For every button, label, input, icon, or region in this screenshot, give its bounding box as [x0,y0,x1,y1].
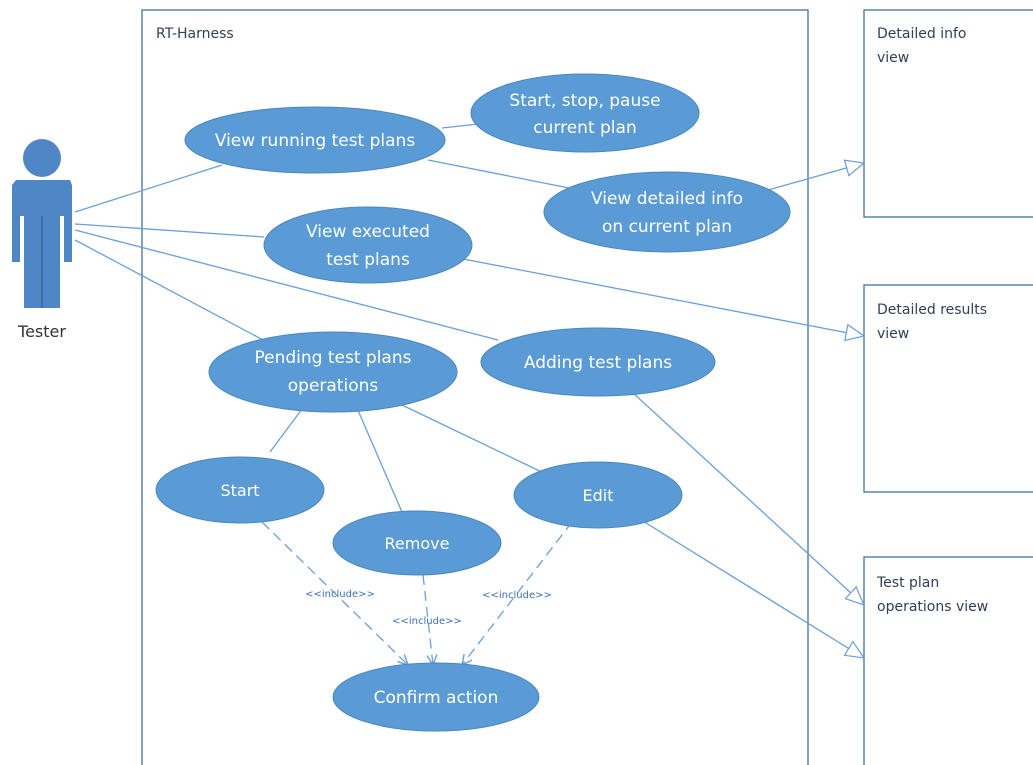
use-case-view-detailed-line1: View detailed info [591,189,743,209]
use-case-pending-ops-line1: Pending test plans [255,348,412,368]
use-case-pending-ops[interactable]: Pending test plans operations [208,331,458,413]
use-case-pending-ops-line2: operations [288,376,379,396]
actor-name: Tester [17,322,66,341]
include-label-edit: <<include>> [482,590,552,601]
test-plan-operations-view-box: Test plan operations view [863,556,1033,765]
detailed-results-view-box: Detailed results view [863,284,1033,493]
use-case-start[interactable]: Start [155,456,325,524]
use-case-remove-label: Remove [385,534,450,553]
detailed-info-view-line2: view [877,50,909,66]
use-case-confirm-label: Confirm action [374,688,499,708]
use-case-view-running[interactable]: View running test plans [184,106,446,174]
use-case-start-label: Start [220,481,259,500]
test-plan-ops-view-line2: operations view [877,599,988,615]
use-case-start-stop-pause[interactable]: Start, stop, pause current plan [470,73,700,153]
use-case-start-stop-pause-line2: current plan [533,118,636,138]
use-case-edit[interactable]: Edit [513,461,683,529]
use-case-view-detailed[interactable]: View detailed info on current plan [543,171,791,253]
include-label-remove: <<include>> [392,616,462,627]
use-case-view-running-label: View running test plans [215,131,416,151]
use-case-links [269,123,585,513]
use-case-view-executed-line2: test plans [326,250,410,270]
use-case-confirm[interactable]: Confirm action [332,662,540,732]
use-case-adding[interactable]: Adding test plans [480,327,716,397]
detailed-info-view-box: Detailed info view [863,9,1033,218]
use-case-start-stop-pause-line1: Start, stop, pause [509,91,660,111]
tester-actor [12,139,72,308]
include-label-start: <<include>> [305,589,375,600]
actor-head [23,139,61,177]
view-arrows [457,163,864,658]
actor-associations [74,164,499,342]
use-case-remove[interactable]: Remove [332,510,502,576]
detailed-results-view-line2: view [877,326,909,342]
use-case-view-executed[interactable]: View executed test plans [263,206,473,284]
use-case-edit-label: Edit [583,486,614,505]
detailed-info-view-line1: Detailed info [877,26,966,42]
use-case-adding-label: Adding test plans [524,353,672,373]
use-case-view-executed-line1: View executed [306,222,430,242]
test-plan-ops-view-line1: Test plan [876,575,939,591]
use-case-view-detailed-line2: on current plan [602,217,732,237]
detailed-results-view-line1: Detailed results [877,302,987,318]
include-dependencies [261,521,573,665]
system-name: RT-Harness [156,26,234,42]
